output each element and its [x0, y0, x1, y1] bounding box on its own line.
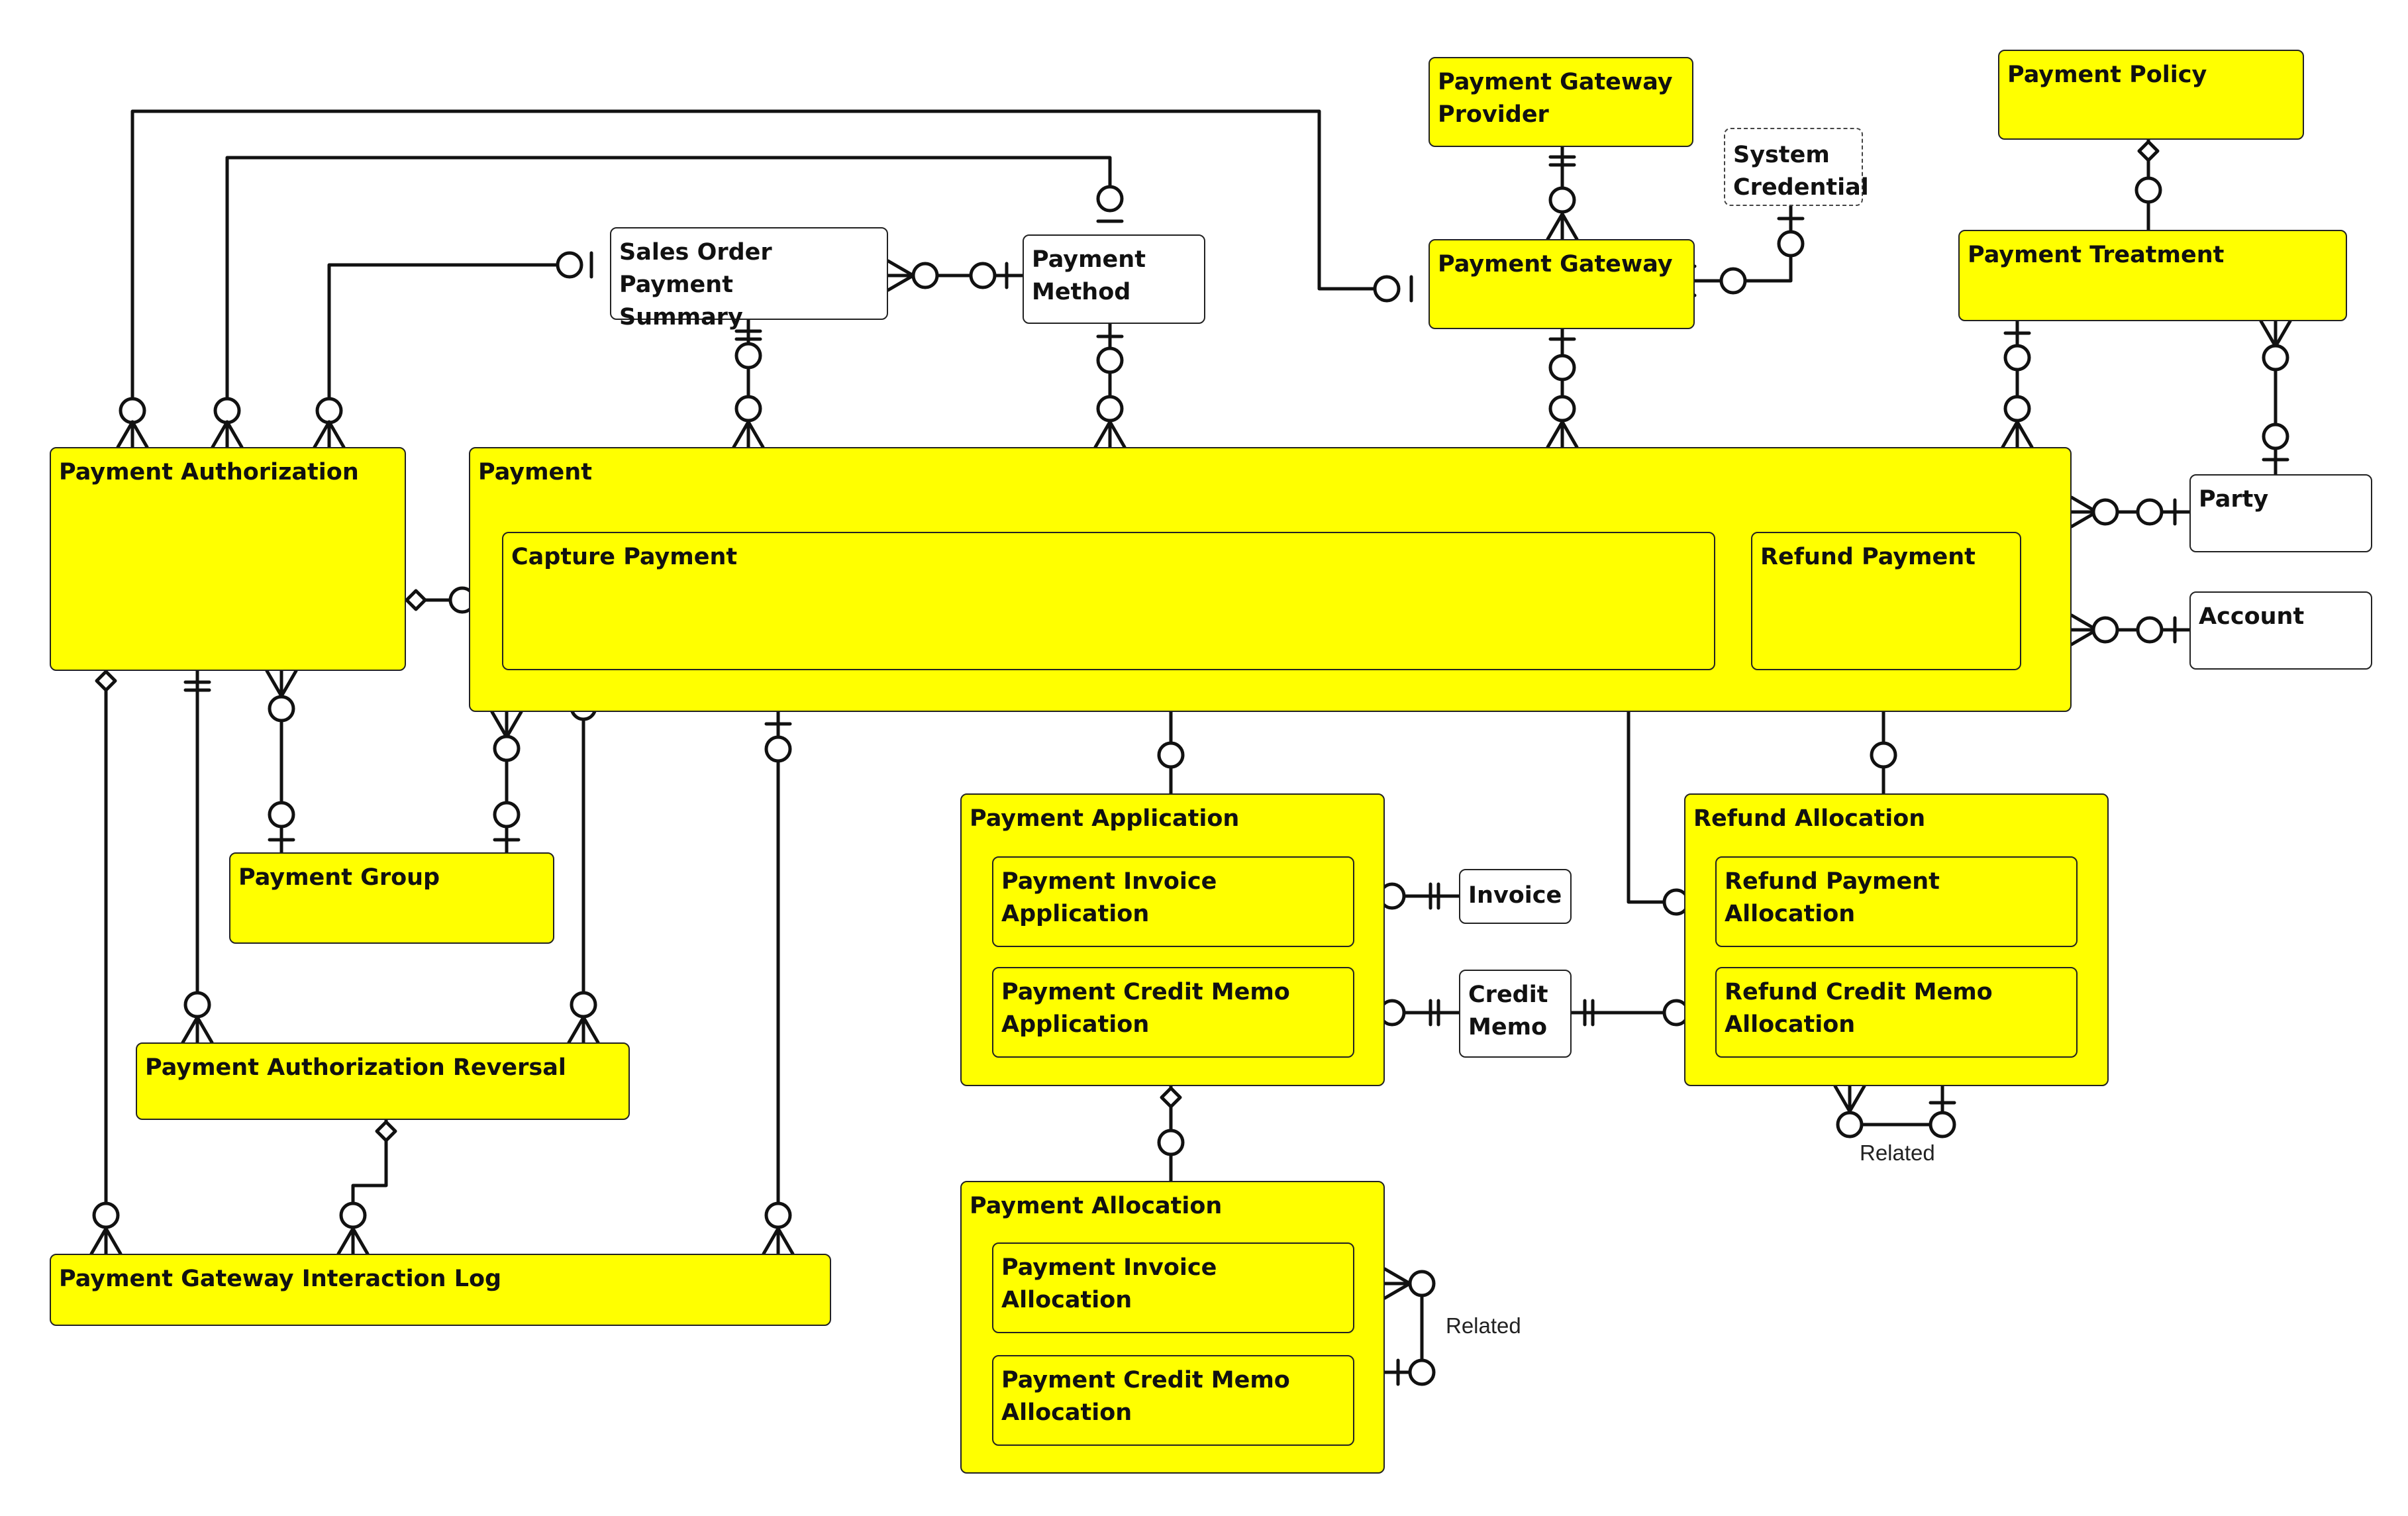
relationship-line — [130, 109, 1389, 413]
optional-circle-marker — [2091, 498, 2119, 526]
optional-circle-marker — [183, 991, 211, 1019]
optional-circle-marker — [2262, 344, 2289, 372]
aggregation-diamond-marker — [2137, 140, 2160, 162]
entity-payment-authorization-reversal[interactable]: Payment Authorization Reversal — [136, 1042, 630, 1120]
relationship-line — [1693, 204, 1793, 283]
aggregation-diamond-marker — [95, 670, 117, 692]
optional-circle-marker — [2136, 498, 2164, 526]
optional-circle-marker — [2136, 616, 2164, 644]
entity-credit-memo[interactable]: Credit Memo — [1459, 970, 1572, 1058]
entity-payment-group[interactable]: Payment Group — [229, 852, 554, 944]
optional-circle-marker — [92, 1201, 120, 1229]
entity-payment-credit-memo-application[interactable]: Payment Credit Memo Application — [992, 967, 1354, 1058]
optional-circle-marker — [2091, 616, 2119, 644]
entity-payment-credit-memo-allocation[interactable]: Payment Credit Memo Allocation — [992, 1355, 1354, 1446]
entity-payment-authorization[interactable]: Payment Authorization — [50, 447, 406, 671]
relationship-line — [351, 1118, 388, 1256]
optional-circle-marker — [764, 735, 792, 763]
optional-circle-marker — [315, 397, 343, 425]
optional-circle-marker — [2134, 176, 2162, 204]
entity-payment-policy[interactable]: Payment Policy — [1998, 50, 2304, 140]
optional-circle-marker — [1548, 186, 1576, 214]
optional-circle-marker — [1096, 395, 1124, 423]
entity-system-credential[interactable]: System Credential — [1724, 128, 1869, 206]
relationship-line — [225, 156, 1112, 413]
relationship-line — [1848, 1084, 1944, 1127]
entity-payment-gateway-interaction-log[interactable]: Payment Gateway Interaction Log — [50, 1254, 831, 1326]
entity-payment-method[interactable]: Payment Method — [1023, 234, 1205, 324]
entity-party[interactable]: Party — [2189, 474, 2372, 552]
optional-circle-marker — [119, 397, 146, 425]
optional-circle-marker — [493, 734, 521, 762]
aggregation-diamond-marker — [405, 589, 427, 611]
optional-circle-marker — [1157, 1129, 1185, 1156]
optional-circle-marker — [1408, 1270, 1436, 1297]
entity-payment-invoice-allocation[interactable]: Payment Invoice Allocation — [992, 1242, 1354, 1333]
relationship-line — [1383, 1282, 1424, 1374]
optional-circle-marker — [1929, 1111, 1956, 1138]
relationship-label-refund-allocation-related: Related — [1860, 1140, 1935, 1165]
entity-refund-payment-allocation[interactable]: Refund Payment Allocation — [1715, 856, 2078, 947]
optional-circle-marker — [493, 801, 521, 829]
optional-circle-marker — [570, 991, 597, 1019]
optional-circle-marker — [1408, 1358, 1436, 1386]
optional-circle-marker — [911, 262, 939, 289]
relationship-label-payment-allocation-related: Related — [1446, 1313, 1521, 1338]
optional-circle-marker — [1548, 354, 1576, 381]
entity-invoice[interactable]: Invoice — [1459, 869, 1572, 924]
optional-circle-marker — [734, 342, 762, 370]
entity-account[interactable]: Account — [2189, 591, 2372, 670]
optional-circle-marker — [1373, 275, 1401, 303]
optional-circle-marker — [1719, 267, 1747, 295]
optional-circle-marker — [1096, 185, 1124, 213]
entity-capture-payment[interactable]: Capture Payment — [502, 532, 1715, 670]
optional-circle-marker — [2003, 395, 2031, 423]
entity-payment-treatment[interactable]: Payment Treatment — [1958, 230, 2347, 321]
optional-circle-marker — [339, 1201, 367, 1229]
optional-circle-marker — [969, 262, 997, 289]
optional-circle-marker — [1777, 230, 1805, 258]
optional-circle-marker — [556, 251, 583, 279]
optional-circle-marker — [2262, 423, 2289, 450]
optional-circle-marker — [1157, 741, 1185, 769]
relationship-line — [327, 263, 572, 413]
optional-circle-marker — [734, 395, 762, 423]
aggregation-diamond-marker — [375, 1120, 397, 1142]
optional-circle-marker — [1548, 395, 1576, 423]
entity-payment-gateway-provider[interactable]: Payment Gateway Provider — [1429, 57, 1693, 147]
aggregation-diamond-marker — [1160, 1086, 1182, 1109]
optional-circle-marker — [1836, 1111, 1864, 1138]
optional-circle-marker — [268, 695, 295, 723]
optional-circle-marker — [213, 397, 241, 425]
entity-refund-payment[interactable]: Refund Payment — [1751, 532, 2021, 670]
optional-circle-marker — [764, 1201, 792, 1229]
entity-sales-order-payment-summary[interactable]: Sales Order Payment Summary — [610, 227, 888, 330]
optional-circle-marker — [268, 801, 295, 829]
entity-refund-credit-memo-allocation[interactable]: Refund Credit Memo Allocation — [1715, 967, 2078, 1058]
entity-payment-gateway[interactable]: Payment Gateway — [1429, 239, 1695, 329]
optional-circle-marker — [1870, 741, 1897, 769]
entity-payment-invoice-application[interactable]: Payment Invoice Application — [992, 856, 1354, 947]
optional-circle-marker — [1096, 346, 1124, 374]
optional-circle-marker — [2003, 344, 2031, 372]
